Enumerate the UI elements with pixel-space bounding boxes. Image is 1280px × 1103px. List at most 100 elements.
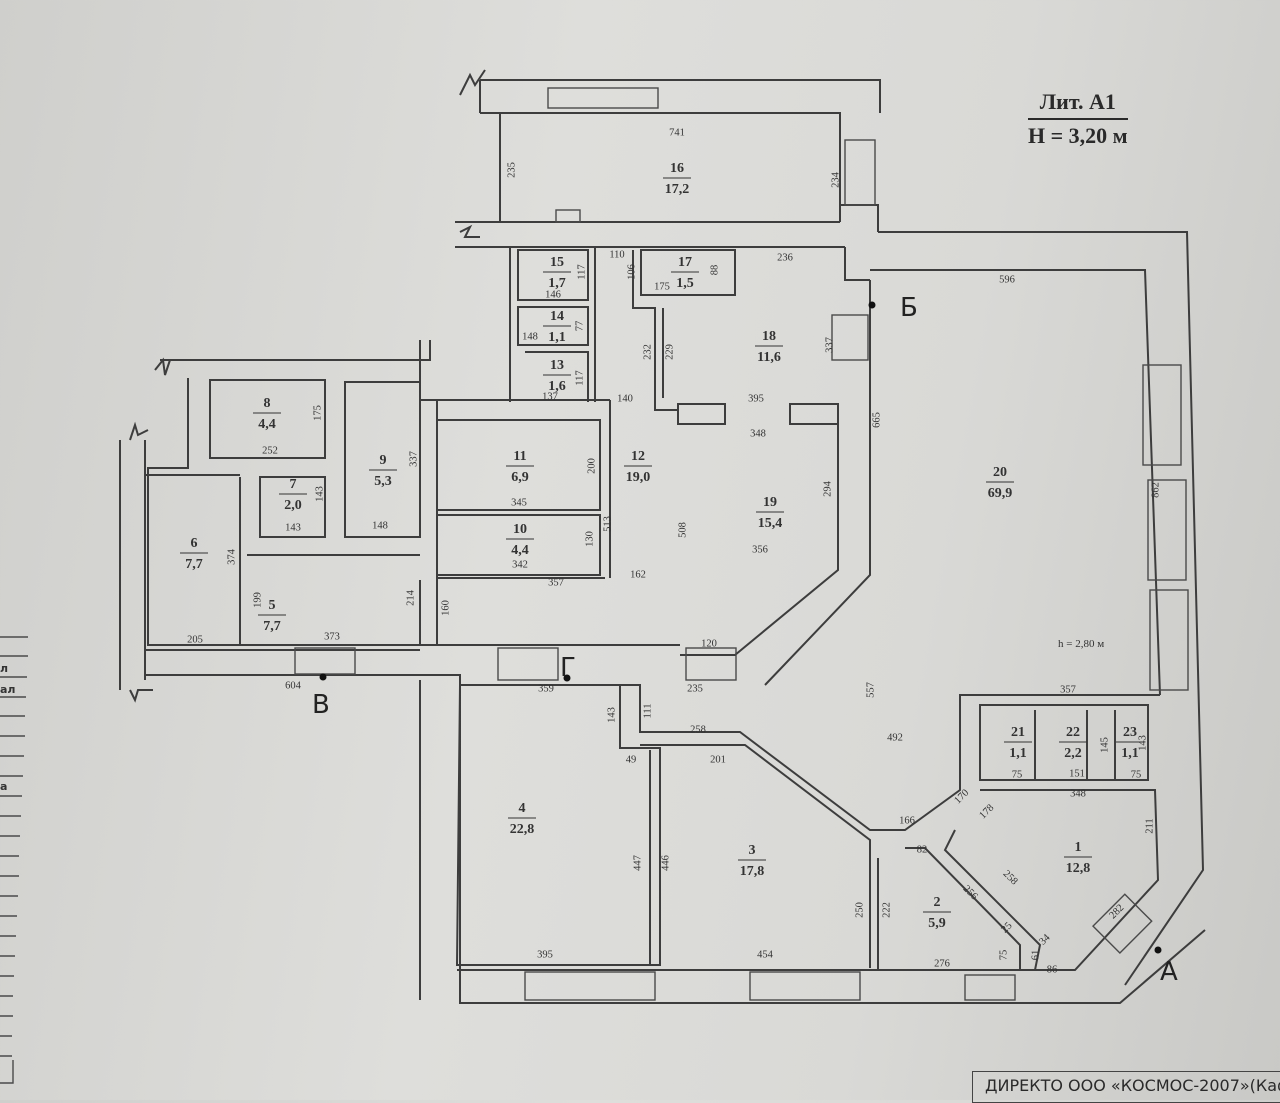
room-number: 20 bbox=[993, 465, 1007, 480]
dimension-label: 665 bbox=[871, 412, 882, 428]
marker-letter: Б bbox=[900, 293, 918, 323]
dimension-label: 148 bbox=[522, 331, 538, 342]
dimension-label: 513 bbox=[602, 516, 613, 532]
dimension-label: 357 bbox=[548, 577, 564, 588]
marker-point bbox=[319, 673, 327, 681]
dimension-label: 146 bbox=[545, 289, 561, 300]
room-number: 4 bbox=[519, 801, 526, 816]
dimension-label: 252 bbox=[262, 445, 278, 456]
dimension-label: 143 bbox=[1137, 735, 1148, 751]
room-area: 1,1 bbox=[1121, 746, 1139, 761]
dimension-label: 348 bbox=[750, 428, 766, 439]
room-number: 5 bbox=[269, 598, 276, 613]
room-label: 25,9 bbox=[923, 895, 951, 931]
room-label: 171,5 bbox=[671, 255, 699, 291]
dimension-label: 200 bbox=[586, 458, 597, 474]
dimension-label: 454 bbox=[757, 949, 774, 960]
dimension-label: 145 bbox=[1099, 737, 1110, 753]
dimension-label: 151 bbox=[1069, 768, 1085, 779]
dimension-labels: 7412352341101061758823611714614877117137… bbox=[187, 127, 1161, 975]
dimension-label: 61 bbox=[1030, 950, 1041, 961]
room-label: 231,1 bbox=[1116, 725, 1144, 761]
dimension-label: 77 bbox=[574, 321, 585, 332]
room-area: 1,7 bbox=[548, 276, 566, 291]
room-number: 12 bbox=[631, 449, 645, 464]
dimension-label: 82 bbox=[917, 844, 928, 855]
dimension-label: 741 bbox=[669, 127, 685, 138]
room-label: 72,0 bbox=[279, 477, 307, 513]
room-label: 67,7 bbox=[180, 536, 208, 572]
dimension-label: 229 bbox=[664, 344, 675, 360]
room-area: 5,9 bbox=[928, 916, 946, 931]
room-area: 69,9 bbox=[988, 486, 1013, 501]
room-area: 1,1 bbox=[548, 330, 566, 345]
dimension-label: 75 bbox=[1012, 769, 1023, 780]
room-label: 116,9 bbox=[506, 449, 534, 485]
side-fragment: а bbox=[0, 780, 8, 793]
room-area: 12,8 bbox=[1066, 861, 1091, 876]
room-number: 9 bbox=[380, 453, 387, 468]
dimension-label: 162 bbox=[630, 569, 646, 580]
dimension-label: 25 bbox=[999, 920, 1014, 935]
dimension-label: 373 bbox=[324, 631, 340, 642]
room-number: 1 bbox=[1075, 840, 1082, 855]
room-area: 6,9 bbox=[511, 470, 529, 485]
room-number: 19 bbox=[763, 495, 777, 510]
dimension-label: 222 bbox=[881, 902, 892, 918]
dimension-label: 357 bbox=[1060, 684, 1076, 695]
room-labels: 112,825,9317,8422,857,767,772,084,495,31… bbox=[180, 161, 1144, 931]
dimension-label: 143 bbox=[285, 522, 301, 533]
room-label: 12 19,0 bbox=[624, 449, 652, 485]
marker-letter: А bbox=[1160, 957, 1178, 987]
side-fragment: л bbox=[0, 662, 9, 675]
marker-letter: В bbox=[312, 690, 330, 720]
room-number: 3 bbox=[749, 843, 756, 858]
dimension-label: 337 bbox=[824, 337, 835, 353]
room-label: 131,6 bbox=[543, 358, 571, 394]
room-area: 17,2 bbox=[665, 182, 690, 197]
room-area: 1,5 bbox=[676, 276, 694, 291]
room-label: 422,8 bbox=[508, 801, 536, 837]
dimension-label: 557 bbox=[865, 682, 876, 698]
room-area: 5,3 bbox=[374, 474, 392, 489]
dimension-label: 236 bbox=[777, 252, 793, 263]
room-height-note: h = 2,80 м bbox=[1058, 638, 1105, 650]
marker-point bbox=[563, 674, 571, 682]
dimension-label: 359 bbox=[538, 683, 554, 694]
dimension-label: 447 bbox=[632, 855, 643, 871]
dimension-label: 143 bbox=[314, 486, 325, 502]
dimension-label: 258 bbox=[1001, 868, 1020, 887]
dimension-label: 235 bbox=[506, 162, 517, 178]
room-number: 10 bbox=[513, 522, 527, 537]
room-label: 211,1 bbox=[1004, 725, 1032, 761]
dimension-label: 234 bbox=[830, 171, 841, 188]
marker-point bbox=[868, 301, 876, 309]
room-area: 1,1 bbox=[1009, 746, 1027, 761]
dimension-label: 75 bbox=[998, 950, 1009, 961]
room-area: 19,0 bbox=[626, 470, 651, 485]
room-area: 7,7 bbox=[185, 557, 203, 572]
dimension-label: 140 bbox=[617, 393, 633, 404]
room-label: 20 69,9 bbox=[986, 465, 1014, 501]
room-label: 112,8 bbox=[1064, 840, 1092, 876]
dimension-label: 120 bbox=[701, 638, 717, 649]
room-number: 17 bbox=[678, 255, 692, 270]
dimension-label: 175 bbox=[654, 281, 670, 292]
dimension-label: 211 bbox=[1144, 818, 1155, 833]
dimension-label: 214 bbox=[405, 589, 416, 606]
dimension-label: 175 bbox=[312, 405, 323, 421]
room-area: 1,6 bbox=[548, 379, 566, 394]
dimension-label: 117 bbox=[576, 264, 587, 279]
dimension-label: 342 bbox=[512, 559, 528, 570]
dimension-label: 137 bbox=[542, 391, 558, 402]
dimension-label: 178 bbox=[977, 802, 996, 821]
room-number: 16 bbox=[670, 161, 684, 176]
room-area: 22,8 bbox=[510, 822, 535, 837]
marker-letter: Г bbox=[560, 653, 576, 683]
dimension-label: 166 bbox=[899, 815, 915, 826]
dimension-label: 395 bbox=[748, 393, 764, 404]
marker-point bbox=[1154, 946, 1162, 954]
room-number: 7 bbox=[290, 477, 297, 492]
dimension-label: 111 bbox=[642, 704, 653, 719]
